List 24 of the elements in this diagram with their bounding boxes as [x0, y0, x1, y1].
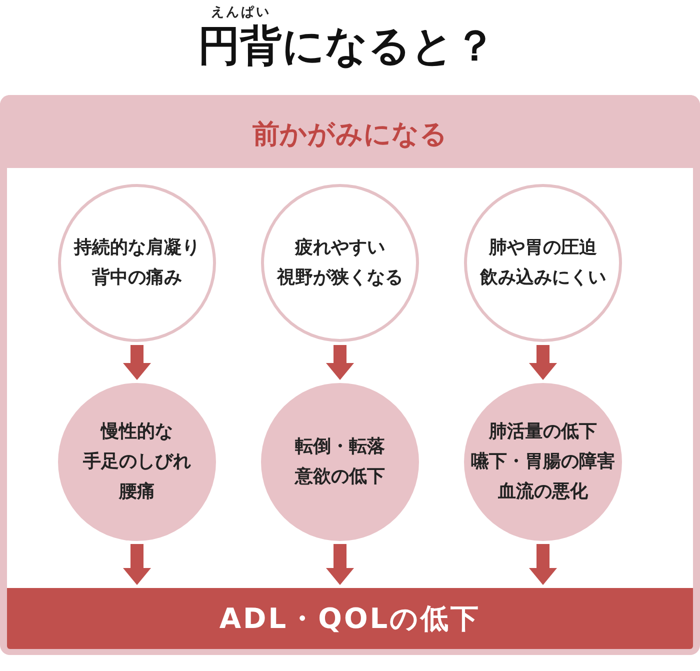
- panel: [0, 95, 700, 655]
- arrow: [123, 544, 151, 585]
- heading-band: 前かがみになる: [0, 95, 700, 168]
- furigana-text: えんぱい: [211, 5, 271, 21]
- circle-text: 腰痛: [119, 480, 155, 504]
- circle-text: 飲み込みにくい: [480, 266, 606, 290]
- arrow: [529, 544, 557, 585]
- circle-text: 慢性的な手足のしびれ: [83, 420, 191, 474]
- arrow: [326, 544, 354, 585]
- arrow: [326, 345, 354, 380]
- arrow: [123, 345, 151, 380]
- circle-text: 嚥下・胃腸の障害: [471, 450, 615, 474]
- title: 円背になると？: [198, 21, 496, 71]
- circle-text: 背中の痛み: [92, 266, 182, 290]
- circle-text: 転倒・転落: [295, 435, 385, 459]
- result-band: ADL・QOLの低下: [7, 588, 693, 649]
- circle-text: 肺活量の低下: [489, 420, 597, 444]
- circle-text: 血流の悪化: [498, 480, 588, 504]
- circle-text: 視野が狭くなる: [277, 266, 403, 290]
- arrow: [529, 345, 557, 380]
- circle-text: 肺や胃の圧迫: [489, 236, 597, 260]
- circle-text: 持続的な肩凝り: [74, 236, 200, 260]
- circle-text: 疲れやすい: [295, 236, 385, 260]
- circle-text: 意欲の低下: [295, 465, 385, 489]
